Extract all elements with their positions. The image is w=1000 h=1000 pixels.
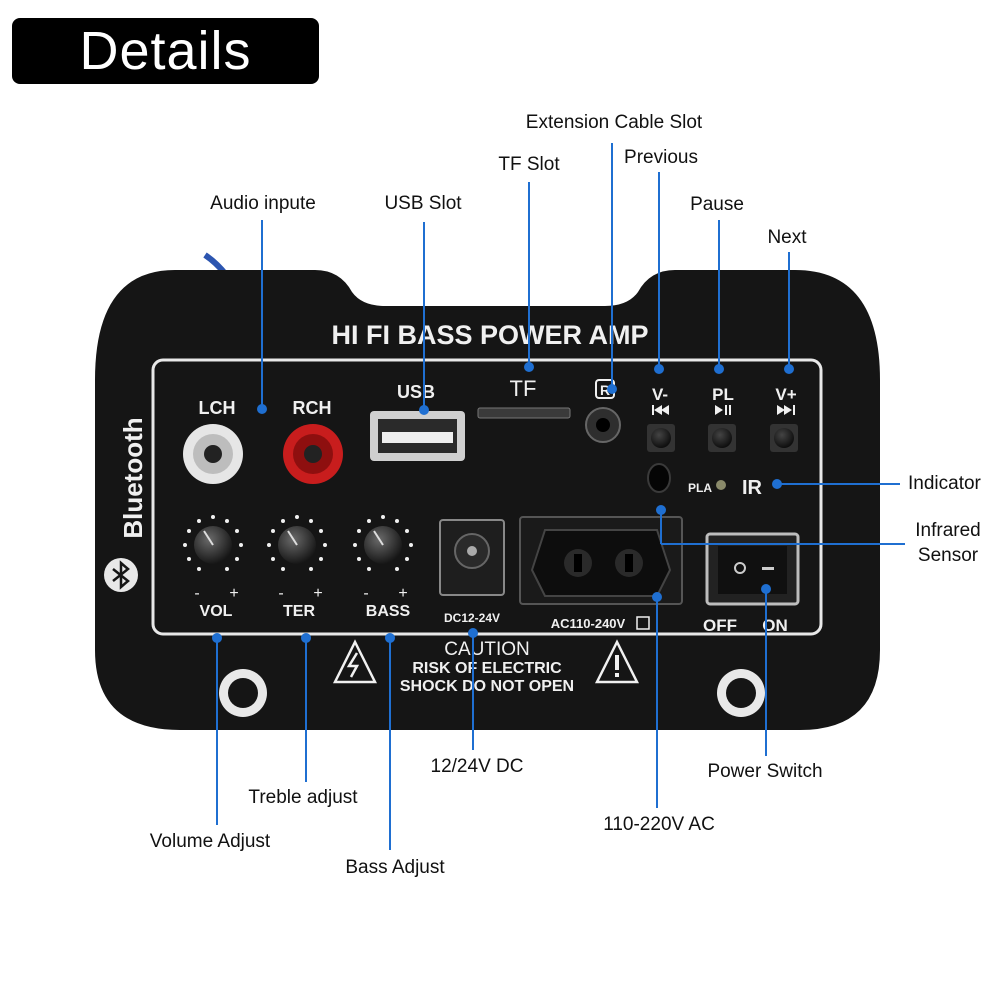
callout-usb-slot: USB Slot bbox=[384, 193, 462, 214]
bass-plus: + bbox=[398, 585, 407, 602]
pause-button[interactable] bbox=[708, 424, 736, 452]
caution-line-3: SHOCK DO NOT OPEN bbox=[400, 678, 574, 695]
callout-pause: Pause bbox=[690, 194, 744, 215]
tf-card-slot[interactable] bbox=[477, 407, 571, 419]
play-pause-glyph-icon bbox=[715, 405, 731, 415]
ac-label: AC110-240V bbox=[551, 616, 626, 631]
callout-treble: Treble adjust bbox=[248, 787, 358, 808]
off-label: OFF bbox=[703, 616, 737, 635]
ac-badge bbox=[636, 616, 650, 630]
callout-previous: Previous bbox=[624, 147, 698, 168]
next-glyph-icon bbox=[777, 405, 795, 415]
prev-label: V- bbox=[652, 385, 668, 404]
callout-power: Power Switch bbox=[707, 761, 823, 782]
callout-infrared-line1: Infrared bbox=[915, 520, 981, 541]
previous-glyph-icon bbox=[652, 405, 669, 415]
amp-panel-body bbox=[95, 270, 880, 730]
infrared-sensor bbox=[647, 463, 671, 493]
bass-minus: - bbox=[363, 585, 368, 602]
bluetooth-icon bbox=[104, 558, 138, 592]
pause-label: PL bbox=[712, 385, 734, 404]
warning-triangle-right-icon bbox=[594, 639, 640, 684]
vol-label: VOL bbox=[200, 603, 233, 620]
indicator-led bbox=[716, 480, 726, 490]
panel-inner-border bbox=[151, 358, 823, 636]
treble-knob[interactable] bbox=[267, 515, 327, 571]
usb-port[interactable] bbox=[370, 411, 465, 461]
rch-label: RCH bbox=[293, 398, 332, 418]
caution-line-2: RISK OF ELECTRIC bbox=[412, 660, 562, 677]
callout-ac: 110-220V AC bbox=[603, 814, 715, 835]
callout-bass: Bass Adjust bbox=[345, 857, 445, 878]
callout-indicator: Indicator bbox=[908, 473, 981, 494]
volume-knob[interactable] bbox=[183, 515, 243, 571]
ter-plus: + bbox=[313, 585, 322, 602]
rca-jack-right[interactable] bbox=[283, 424, 343, 484]
title-banner: Details bbox=[12, 18, 319, 84]
page-title: Details bbox=[79, 21, 252, 81]
ir-label: IR bbox=[742, 477, 763, 499]
mounting-hole-right bbox=[717, 669, 765, 717]
warning-triangle-left-icon bbox=[332, 639, 378, 684]
mounting-hole-left bbox=[219, 669, 267, 717]
next-button[interactable] bbox=[770, 424, 798, 452]
power-rocker-switch[interactable] bbox=[705, 532, 800, 606]
caution-heading: CAUTION bbox=[444, 639, 530, 660]
ter-minus: - bbox=[278, 585, 283, 602]
rca-jack-left[interactable] bbox=[183, 424, 243, 484]
usb-label: USB bbox=[397, 382, 435, 402]
vol-plus: + bbox=[229, 585, 238, 602]
brand-text: HI FI BASS POWER AMP bbox=[331, 320, 648, 350]
r-mark-label: R bbox=[600, 382, 610, 398]
bluetooth-label: Bluetooth bbox=[118, 417, 148, 538]
callout-tf-slot: TF Slot bbox=[498, 154, 560, 175]
bass-label: BASS bbox=[366, 603, 411, 620]
callout-infrared-line2: Sensor bbox=[917, 545, 979, 566]
tf-label: TF bbox=[510, 376, 537, 401]
leader-lines bbox=[212, 143, 905, 850]
previous-button[interactable] bbox=[647, 424, 675, 452]
callout-audio-input: Audio inpute bbox=[210, 193, 316, 214]
callout-next: Next bbox=[767, 227, 807, 248]
callout-dc: 12/24V DC bbox=[430, 756, 524, 777]
callout-volume: Volume Adjust bbox=[149, 831, 271, 852]
on-label: ON bbox=[762, 616, 788, 635]
dc-power-jack[interactable] bbox=[439, 519, 505, 596]
ter-label: TER bbox=[283, 603, 315, 620]
lch-label: LCH bbox=[199, 398, 236, 418]
next-label: V+ bbox=[775, 385, 796, 404]
pla-label: PLA bbox=[688, 481, 712, 495]
bass-knob[interactable] bbox=[353, 515, 413, 571]
dc-label: DC12-24V bbox=[444, 611, 500, 625]
extension-jack[interactable] bbox=[585, 407, 621, 443]
vol-minus: - bbox=[194, 585, 199, 602]
ac-power-socket[interactable] bbox=[519, 516, 683, 605]
callout-extension-slot: Extension Cable Slot bbox=[525, 112, 703, 133]
